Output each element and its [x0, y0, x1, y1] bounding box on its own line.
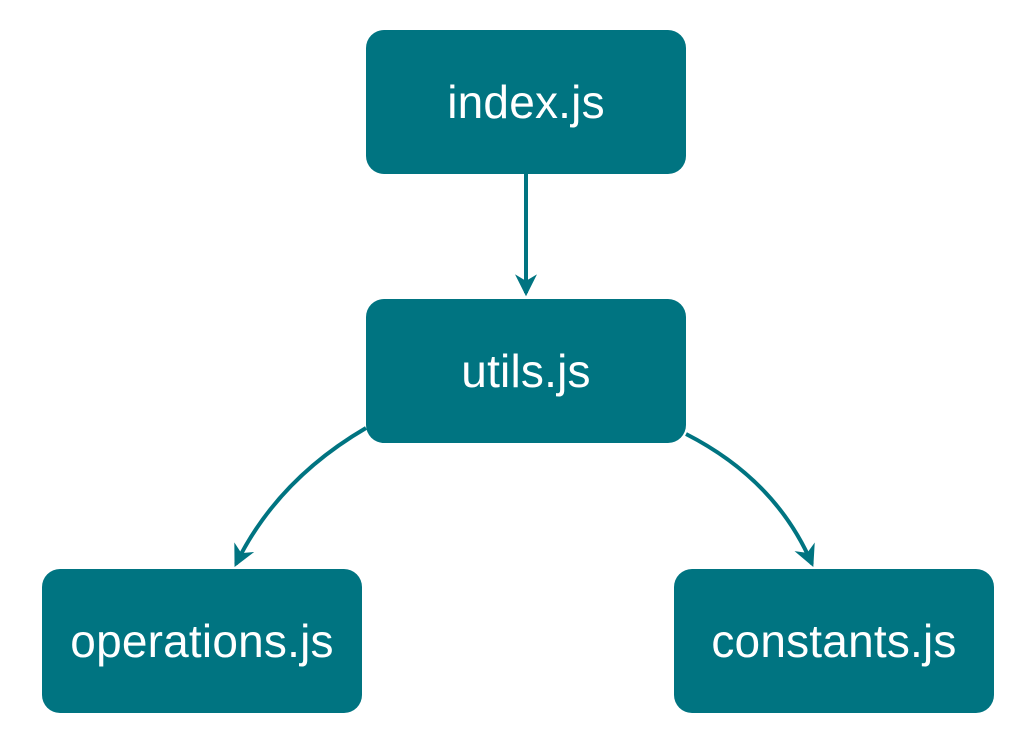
node-index-js-label: index.js — [447, 76, 605, 128]
node-utils-js: utils.js — [366, 299, 686, 443]
edge-utils-to-constants — [685, 432, 815, 568]
node-constants-js: constants.js — [674, 569, 994, 713]
node-operations-js: operations.js — [42, 569, 362, 713]
node-operations-js-label: operations.js — [70, 615, 334, 667]
node-utils-js-label: utils.js — [461, 345, 591, 397]
node-constants-js-label: constants.js — [711, 615, 957, 667]
node-index-js: index.js — [366, 30, 686, 174]
edge-utils-to-operations — [234, 426, 368, 567]
